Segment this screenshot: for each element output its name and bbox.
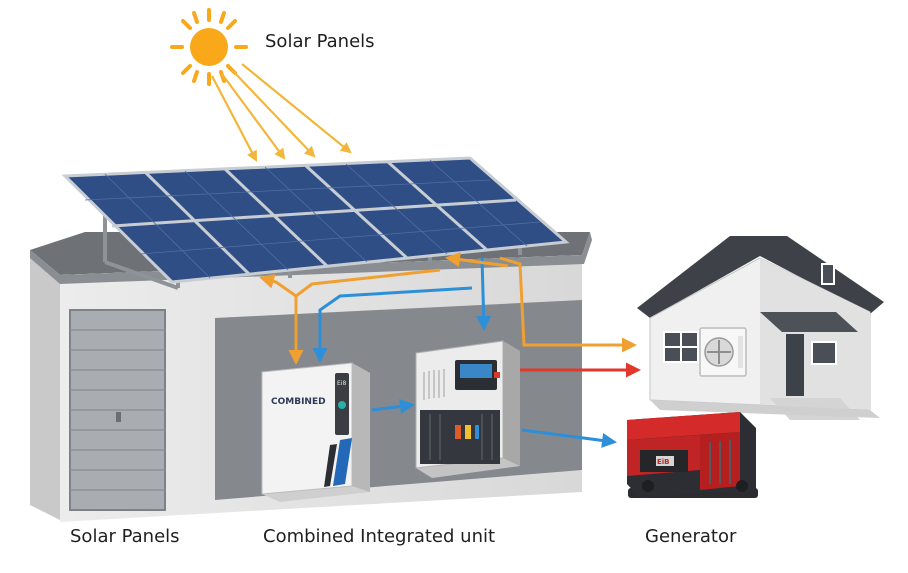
label-combined-integrated-unit: Combined Integrated unit xyxy=(263,526,496,547)
solar-array xyxy=(61,156,570,290)
inverter-screen-text: Ei8 xyxy=(337,380,346,387)
air-conditioner-unit xyxy=(699,327,747,377)
generator-badge: EiB xyxy=(657,458,670,466)
inverter-unit: COMBINED Ei8 xyxy=(261,362,370,502)
portable-generator: EiB xyxy=(627,412,758,498)
battery-cabinet xyxy=(415,340,520,478)
sun-icon xyxy=(170,8,248,86)
arrow-panel-feed xyxy=(499,256,637,353)
label-generator: Generator xyxy=(645,526,737,547)
label-solar-panels-top: Solar Panels xyxy=(265,31,375,52)
arrow-to-generator xyxy=(521,428,617,448)
arrow-grid-to-inverter xyxy=(312,286,473,363)
arrow-inverter-to-panel xyxy=(259,274,297,298)
house xyxy=(637,236,884,420)
flow-arrows xyxy=(259,252,641,448)
arrow-inverter-to-battery xyxy=(371,399,415,414)
arrow-to-battery xyxy=(476,257,492,331)
label-solar-panels-bottom: Solar Panels xyxy=(70,526,180,547)
garage-door xyxy=(69,309,166,511)
inverter-brand: COMBINED xyxy=(271,397,326,407)
sun-rays xyxy=(211,63,352,162)
arrow-return xyxy=(445,252,509,268)
arrow-panel-to-inverter xyxy=(288,268,441,365)
